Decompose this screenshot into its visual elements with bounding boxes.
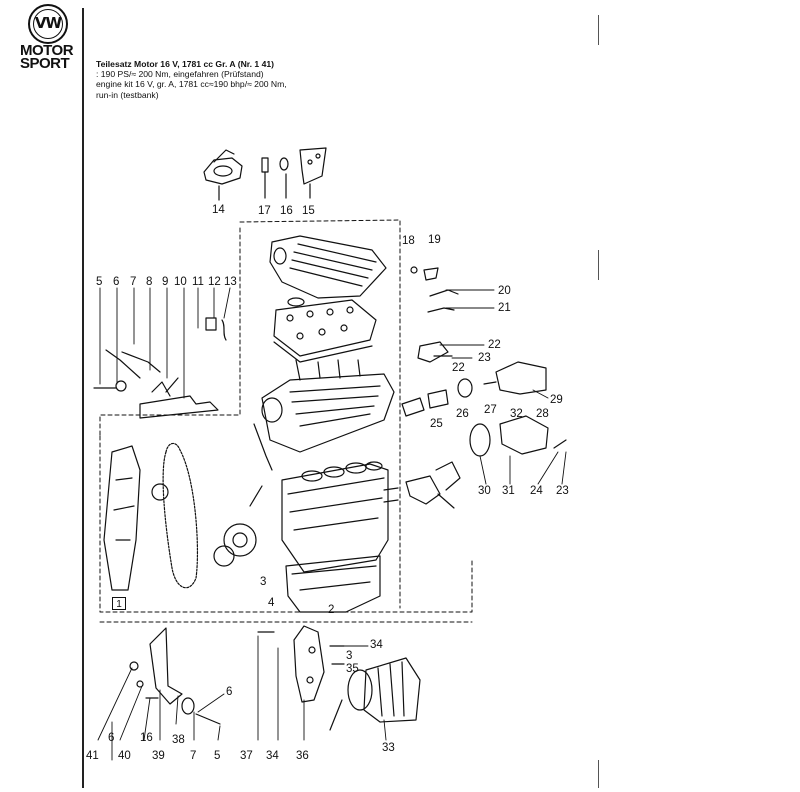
callout-38: 38: [172, 734, 185, 746]
header-vertical-rule: [82, 8, 84, 788]
right-margin-mark: [598, 250, 599, 280]
callout-32: 32: [510, 408, 523, 420]
vw-motorsport-logo: VW MOTOR SPORT: [20, 4, 78, 72]
part-14-distributor: [203, 149, 243, 201]
callout-10: 10: [174, 276, 187, 288]
engine-block: [213, 461, 399, 573]
callout-14: 14: [212, 204, 225, 216]
callout-19: 19: [428, 234, 441, 246]
timing-cover: [103, 445, 169, 591]
logo-sport-text: SPORT: [20, 55, 70, 72]
part-17-bolt: [261, 157, 269, 199]
group-marker-1: 1: [112, 597, 126, 610]
callout-15: 15: [302, 205, 315, 217]
callout-36: 36: [296, 750, 309, 762]
callout-35: 35: [346, 663, 359, 675]
timing-belt: [162, 442, 199, 589]
callout-6: 6: [113, 276, 120, 288]
callout-11: 11: [192, 276, 204, 288]
part-15-bracket: [299, 147, 327, 199]
title-en-line2: run-in (testbank): [96, 89, 159, 100]
callout-3b: 3: [346, 650, 353, 662]
logo-motor-text: MOTOR: [20, 42, 74, 59]
callout-23b: 23: [556, 485, 569, 497]
leader-lines: [97, 287, 567, 761]
callout-20: 20: [498, 285, 511, 297]
part-16-washer: [279, 157, 289, 199]
callout-41: 41: [86, 750, 99, 762]
alternator: [329, 657, 421, 731]
callout-7: 7: [130, 276, 137, 288]
callout-34b: 34: [266, 750, 279, 762]
callout-23: 23: [478, 352, 491, 364]
callout-7b: 7: [190, 750, 197, 762]
title-de-line1: Teilesatz Motor 16 V, 1781 cc Gr. A (Nr.…: [96, 59, 275, 69]
callout-22b: 22: [452, 362, 465, 374]
callout-4: 4: [268, 597, 275, 609]
oil-pan: [285, 555, 381, 613]
callout-30: 30: [478, 485, 491, 497]
callout-33: 33: [382, 742, 395, 754]
alternator-bracket: [257, 625, 345, 703]
callout-37: 37: [240, 750, 253, 762]
callout-16b: 16: [140, 732, 153, 744]
right-margin-mark: [598, 15, 599, 45]
callout-9: 9: [162, 276, 169, 288]
callout-6b: 6: [226, 686, 233, 698]
callout-12: 12: [208, 276, 221, 288]
engine-group-border: [99, 435, 473, 613]
callout-27: 27: [484, 404, 497, 416]
callout-6c: 6: [108, 732, 115, 744]
callout-24: 24: [530, 485, 543, 497]
callout-16: 16: [280, 205, 293, 217]
callout-8: 8: [146, 276, 153, 288]
kit-title: Teilesatz Motor 16 V, 1781 cc Gr. A (Nr.…: [96, 59, 396, 100]
vw-roundel-icon: VW: [28, 4, 68, 44]
title-en-line1: engine kit 16 V, gr. A, 1781 cc≈190 bhp/…: [96, 79, 287, 90]
callout-26: 26: [456, 408, 469, 420]
callout-39: 39: [152, 750, 165, 762]
callout-40: 40: [118, 750, 131, 762]
intake-plenum: [269, 235, 387, 307]
lower-bracket-assembly: [129, 627, 221, 725]
callout-21: 21: [498, 302, 511, 314]
callout-2: 2: [328, 604, 335, 616]
right-sensor-parts: [401, 266, 567, 509]
callout-25: 25: [430, 418, 443, 430]
callout-28: 28: [536, 408, 549, 420]
callout-29: 29: [550, 394, 563, 406]
callout-5: 5: [96, 276, 103, 288]
callout-22: 22: [488, 339, 501, 351]
callout-3: 3: [260, 576, 267, 588]
callout-18: 18: [402, 235, 415, 247]
title-de-line2: : 190 PS/≈ 200 Nm, eingefahren (Prüfstan…: [96, 69, 264, 80]
callout-13: 13: [224, 276, 237, 288]
upper-group-border: [99, 219, 401, 609]
callout-17: 17: [258, 205, 271, 217]
callout-31: 31: [502, 485, 515, 497]
valve-cover: [273, 299, 377, 363]
left-bracket-assembly: [93, 317, 227, 419]
callout-5b: 5: [214, 750, 221, 762]
right-margin-mark: [598, 760, 599, 788]
callout-34: 34: [370, 639, 383, 651]
cylinder-head: [253, 359, 395, 471]
